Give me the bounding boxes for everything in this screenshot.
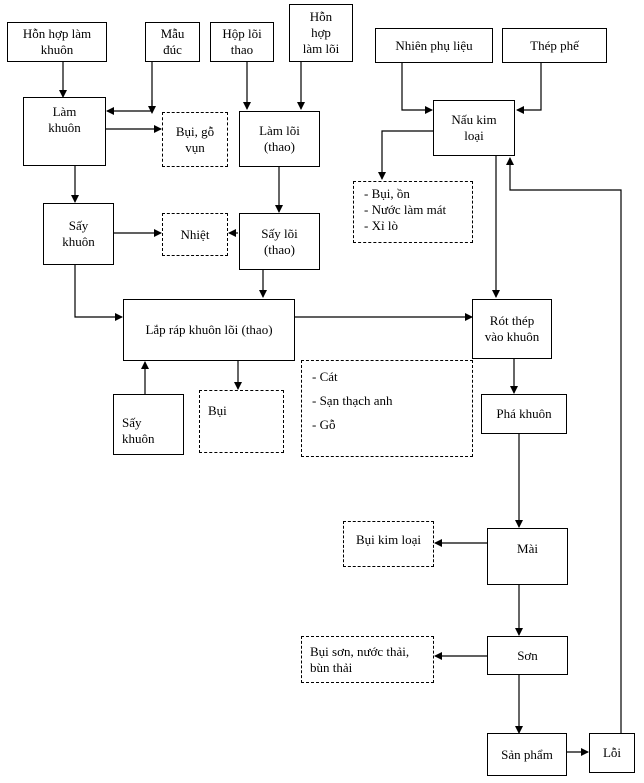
node-mold-drying-2: Sấy khuôn xyxy=(113,394,184,455)
node-painting: Sơn xyxy=(487,636,568,675)
node-pouring: Rót thép vào khuôn xyxy=(472,299,552,359)
node-melting-waste: - Bụi, ồn - Nước làm mát - Xỉ lò xyxy=(353,181,473,243)
arrow-scrap-to-melting xyxy=(516,62,542,114)
node-core-box: Hộp lõi thao xyxy=(210,22,274,62)
node-paint-waste-line-2: bùn thải xyxy=(310,659,353,675)
arrow-melting-to-waste xyxy=(378,130,433,180)
node-grinding-label: Mài xyxy=(517,541,538,556)
node-product: Sản phẩm xyxy=(487,733,567,776)
node-pattern: Mẫu đúc xyxy=(145,22,200,62)
arrow-aux-to-melting xyxy=(401,62,433,114)
node-grinding: Mài xyxy=(487,528,568,585)
node-assembly: Lắp ráp khuôn lõi (thao) xyxy=(123,299,295,361)
node-core-mix-line-3: làm lõi xyxy=(302,41,340,56)
node-core-mix: Hỗn hợp làm lõi xyxy=(289,4,353,62)
node-shakeout-waste-line-2: - Sạn thạch anh xyxy=(312,393,393,408)
node-core-drying: Sấy lõi (thao) xyxy=(239,213,320,270)
node-mold-drying-line-2: khuôn xyxy=(62,234,95,249)
arrow-mold-drying-to-assembly xyxy=(74,264,123,321)
node-shakeout: Phá khuôn xyxy=(481,394,567,434)
node-dust: Bụi xyxy=(199,390,284,453)
node-heat-label: Nhiệt xyxy=(180,226,210,242)
node-core-making: Làm lõi (thao) xyxy=(239,111,320,167)
node-defect-label: Lỗi xyxy=(602,745,622,760)
node-mold-drying-2-line-1: Sấy xyxy=(122,414,142,430)
node-mold-mix: Hỗn hợp làm khuôn xyxy=(7,22,107,62)
node-metal-melting: Nấu kim loại xyxy=(433,100,515,156)
node-pattern-line-1: Mẫu xyxy=(160,26,185,41)
node-scrap-steel: Thép phế xyxy=(502,28,607,63)
node-assembly-label: Lắp ráp khuôn lõi (thao) xyxy=(145,322,273,337)
node-auxiliary-fuel-label: Nhiên phụ liệu xyxy=(395,37,473,53)
node-core-making-line-2: (thao) xyxy=(263,139,296,154)
node-mold-making-line-1: Làm xyxy=(52,104,77,119)
node-shakeout-waste-line-3: - Gỗ xyxy=(312,417,336,432)
node-dust-wood-chips: Bụi, gỗ vụn xyxy=(162,112,228,167)
node-mold-drying: Sấy khuôn xyxy=(43,203,114,265)
node-auxiliary-fuel: Nhiên phụ liệu xyxy=(375,28,493,63)
node-metal-melting-line-1: Nấu kim xyxy=(451,112,497,127)
node-scrap-steel-label: Thép phế xyxy=(530,37,579,53)
node-core-drying-line-1: Sấy lõi xyxy=(261,225,298,241)
node-dust-wood-chips-line-2: vụn xyxy=(185,139,205,155)
node-dust-wood-chips-line-1: Bụi, gỗ xyxy=(175,123,215,139)
node-core-mix-line-2: hợp xyxy=(311,25,331,40)
node-metal-melting-line-2: loại xyxy=(464,128,484,143)
node-heat: Nhiệt xyxy=(162,213,228,256)
node-melting-waste-line-3: - Xỉ lò xyxy=(364,218,398,233)
node-pattern-line-2: đúc xyxy=(163,42,182,57)
node-product-label: Sản phẩm xyxy=(501,746,553,762)
node-mold-drying-line-1: Sấy xyxy=(68,218,89,233)
node-mold-drying-2-line-2: khuôn xyxy=(122,430,155,446)
node-core-mix-line-1: Hỗn xyxy=(309,9,333,24)
node-mold-making: Làm khuôn xyxy=(23,97,106,166)
node-painting-label: Sơn xyxy=(517,647,538,663)
node-melting-waste-line-2: - Nước làm mát xyxy=(364,202,447,217)
node-shakeout-waste: - Cát - Sạn thạch anh - Gỗ xyxy=(301,360,473,457)
node-core-drying-line-2: (thao) xyxy=(263,241,296,257)
node-paint-waste-line-1: Bụi sơn, nước thải, xyxy=(310,643,410,659)
node-mold-mix-line-1: Hỗn hợp làm xyxy=(22,26,92,41)
node-metal-dust: Bụi kim loại xyxy=(343,521,434,567)
node-core-box-line-2: thao xyxy=(230,42,254,57)
node-pouring-line-2: vào khuôn xyxy=(484,329,540,344)
arrow-pattern-to-mold-making xyxy=(106,62,153,115)
node-shakeout-waste-line-1: - Cát xyxy=(312,369,338,384)
node-mold-making-line-2: khuôn xyxy=(48,120,81,135)
node-pouring-line-1: Rót thép xyxy=(489,313,535,328)
node-mold-mix-line-2: khuôn xyxy=(40,42,74,57)
node-dust-label: Bụi xyxy=(208,403,227,418)
node-paint-waste: Bụi sơn, nước thải, bùn thải xyxy=(301,636,434,683)
node-core-box-line-1: Hộp lõi xyxy=(222,26,262,41)
node-core-making-line-1: Làm lõi xyxy=(259,123,300,138)
node-metal-dust-label: Bụi kim loại xyxy=(356,532,421,547)
node-melting-waste-line-1: - Bụi, ồn xyxy=(364,186,410,201)
node-defect: Lỗi xyxy=(589,733,635,773)
node-shakeout-label: Phá khuôn xyxy=(496,406,552,421)
